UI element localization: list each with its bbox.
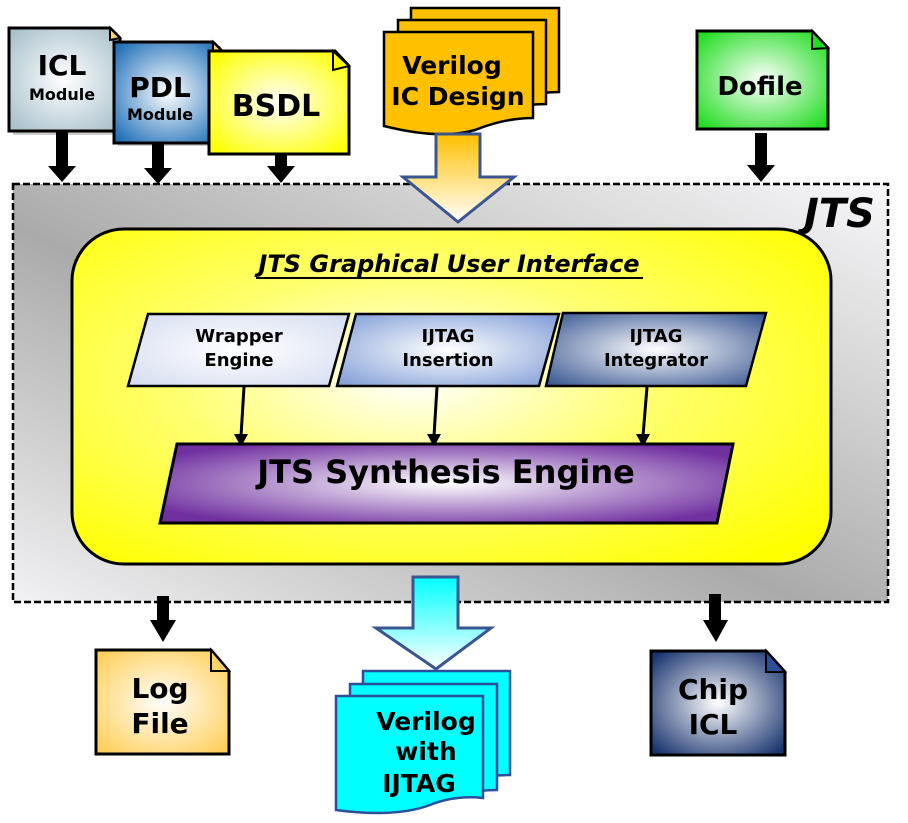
chip-icl-line1: Chip — [678, 673, 748, 706]
arrow-head-icon — [267, 166, 295, 183]
input-icl-module[interactable]: ICL Module — [7, 25, 123, 135]
pdl-subtitle: Module — [127, 105, 193, 124]
output-log-file[interactable]: Log File — [94, 647, 232, 756]
folded-corner-icon — [765, 648, 788, 673]
output-arrows — [150, 594, 728, 642]
folded-corner-icon — [109, 25, 123, 42]
output-chip-icl[interactable]: Chip ICL — [649, 648, 788, 757]
verilog-ijtag-line1: Verilog — [376, 707, 475, 736]
arrow-head-icon — [703, 620, 728, 642]
arrow-head-icon — [48, 166, 76, 182]
engine-wrapper-line2: Engine — [204, 350, 273, 371]
gui-title: JTS Graphical User Interface — [254, 250, 639, 278]
folded-corner-icon — [210, 647, 232, 672]
verilog-design-line2: IC Design — [391, 82, 524, 111]
arrow-head-icon — [234, 434, 248, 447]
engine-insertion-line1: IJTAG — [422, 326, 475, 347]
engine-ijtag-integrator[interactable]: IJTAG Integrator — [544, 311, 768, 388]
engine-integrator-line1: IJTAG — [630, 326, 683, 347]
folded-corner-icon — [811, 28, 831, 51]
arrow-head-icon — [747, 165, 775, 182]
folded-corner-icon — [332, 48, 352, 72]
arrow-head-icon — [144, 168, 172, 184]
synthesis-engine[interactable]: JTS Synthesis Engine — [158, 442, 735, 525]
input-verilog-ic-design[interactable]: Verilog IC Design — [382, 6, 561, 136]
output-verilog-with-ijtag[interactable]: Verilog with IJTAG — [334, 669, 512, 815]
engine-arrows — [234, 386, 650, 447]
output-flow-arrow-icon — [371, 575, 496, 671]
input-flow-arrow-icon — [398, 132, 519, 224]
arrow-head-icon — [636, 434, 650, 447]
icl-title: ICL — [38, 49, 87, 82]
bsdl-title: BSDL — [232, 89, 321, 124]
input-arrows — [48, 132, 775, 184]
verilog-ijtag-line2: with — [395, 737, 456, 766]
jts-label: JTS — [797, 191, 875, 237]
input-dofile[interactable]: Dofile — [695, 28, 831, 131]
pdl-title: PDL — [129, 71, 191, 104]
input-bsdl[interactable]: BSDL — [207, 48, 352, 156]
engine-wrapper[interactable]: Wrapper Engine — [126, 312, 351, 388]
engine-ijtag-insertion[interactable]: IJTAG Insertion — [335, 312, 561, 388]
verilog-design-line1: Verilog — [402, 51, 501, 80]
input-pdl-module[interactable]: PDL Module — [112, 39, 226, 146]
engine-wrapper-line1: Wrapper — [195, 326, 283, 347]
dofile-title: Dofile — [717, 72, 802, 102]
log-file-line2: File — [131, 707, 188, 740]
icl-subtitle: Module — [29, 85, 95, 104]
log-file-line1: Log — [131, 672, 188, 705]
arrow-head-icon — [150, 620, 176, 642]
chip-icl-line2: ICL — [689, 708, 738, 741]
verilog-ijtag-line3: IJTAG — [382, 769, 456, 798]
engine-integrator-line2: Integrator — [604, 350, 708, 371]
arrow-head-icon — [427, 434, 441, 447]
engine-insertion-line2: Insertion — [402, 350, 493, 371]
synthesis-engine-label: JTS Synthesis Engine — [255, 453, 635, 491]
